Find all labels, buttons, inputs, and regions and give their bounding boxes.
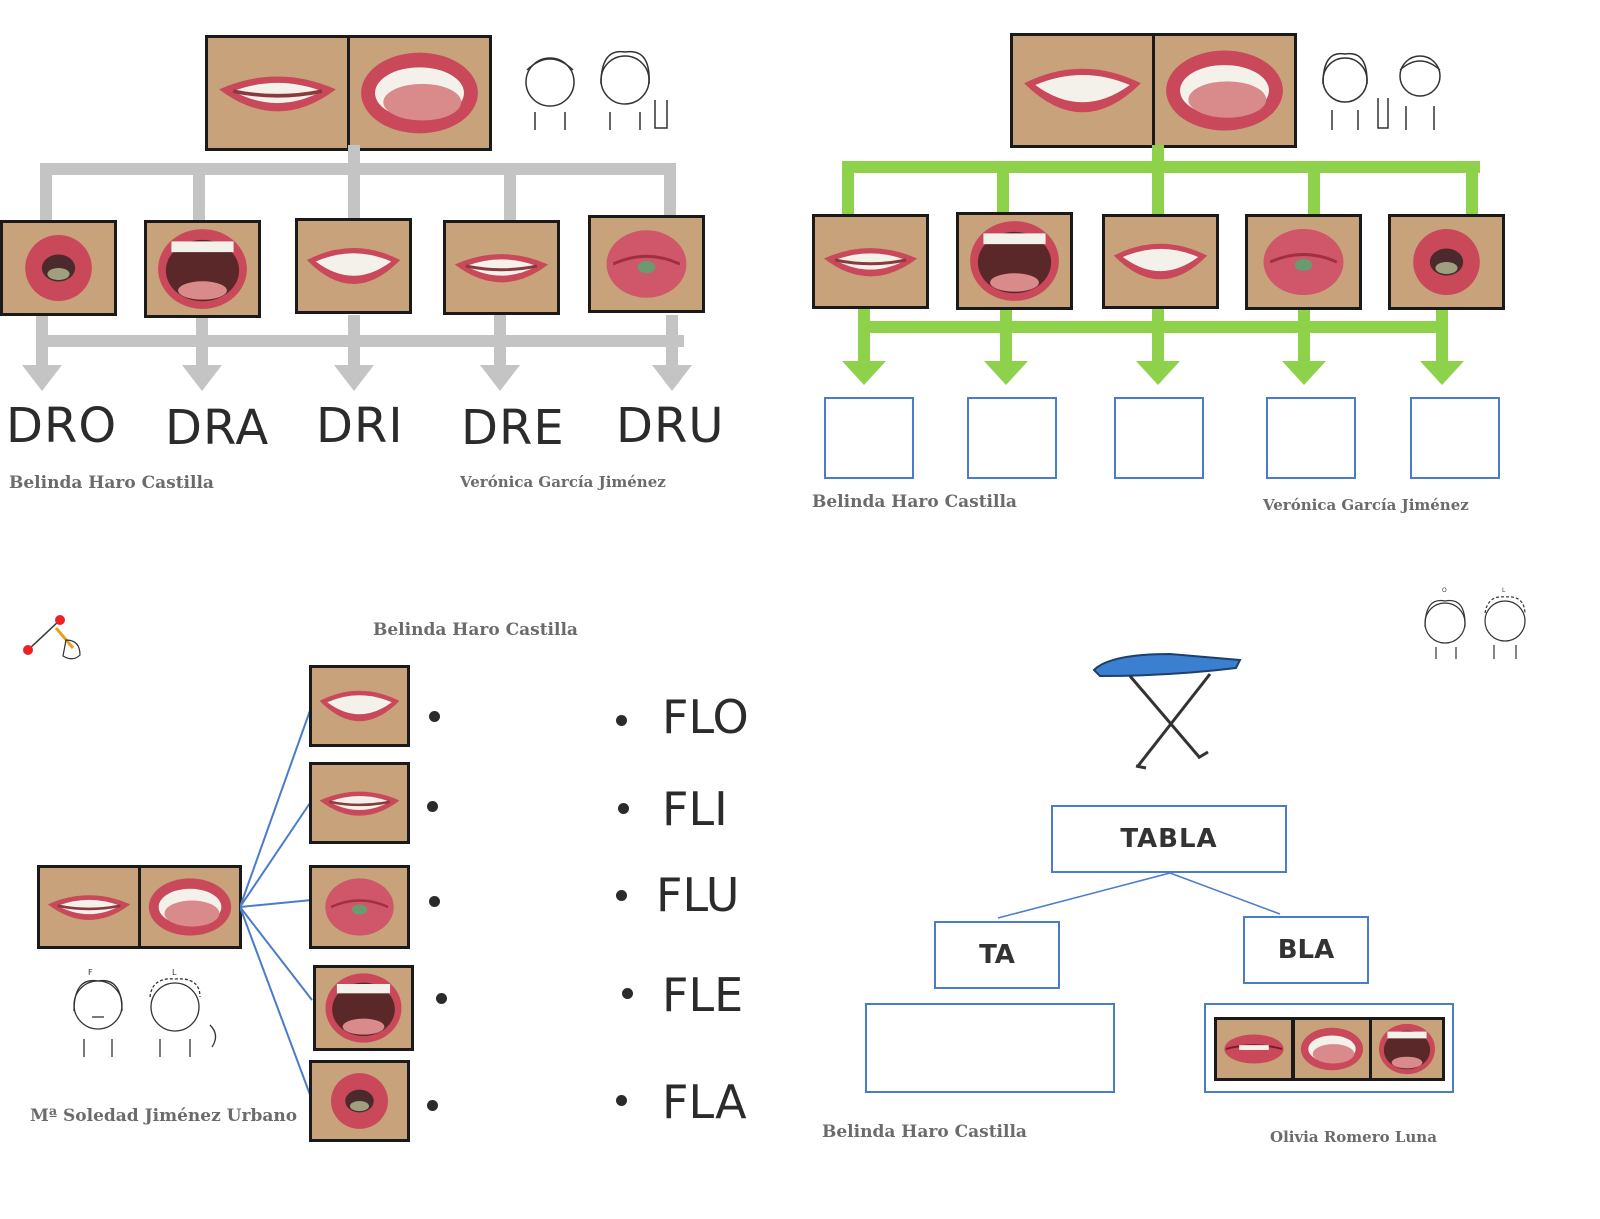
sketch-letter: L bbox=[1502, 587, 1506, 594]
mouth-l-image bbox=[1292, 1017, 1372, 1081]
syllable-fla: FLA bbox=[662, 1075, 747, 1129]
match-dot[interactable] bbox=[616, 715, 627, 726]
sketch-letter: F bbox=[88, 968, 93, 977]
answer-box[interactable] bbox=[1266, 397, 1356, 479]
mouth-l-image bbox=[138, 865, 242, 949]
match-dot[interactable] bbox=[622, 988, 633, 999]
answer-box[interactable] bbox=[865, 1003, 1115, 1093]
match-dot[interactable] bbox=[429, 896, 440, 907]
mouth-r-image bbox=[347, 35, 492, 151]
syllable-dru: DRU bbox=[616, 398, 725, 454]
mouth-a-image bbox=[144, 220, 261, 318]
mouth-a-image bbox=[956, 212, 1073, 310]
match-dot[interactable] bbox=[618, 803, 629, 814]
sign-sketch-image: F L bbox=[73, 968, 217, 1057]
mouth-o-image bbox=[309, 1060, 410, 1142]
mouth-a-image bbox=[1369, 1017, 1445, 1081]
sign-sketch-image bbox=[525, 50, 668, 130]
mouth-a-image bbox=[313, 965, 414, 1051]
match-dot[interactable] bbox=[616, 1095, 627, 1106]
match-dot[interactable] bbox=[616, 890, 627, 901]
mouth-i-image bbox=[309, 665, 410, 747]
syllable-fle: FLE bbox=[662, 968, 744, 1022]
mouth-b-image bbox=[1214, 1017, 1294, 1081]
credit-author: Belinda Haro Castilla bbox=[812, 492, 1017, 512]
syllable-fli: FLI bbox=[662, 782, 728, 836]
sign-sketch-image: O L bbox=[1424, 587, 1526, 659]
credit-author: Belinda Haro Castilla bbox=[9, 473, 214, 493]
mouth-d-image bbox=[1010, 33, 1155, 148]
credit-author: Mª Soledad Jiménez Urbano bbox=[30, 1106, 298, 1126]
answer-box[interactable] bbox=[1114, 397, 1204, 479]
mouth-e-image bbox=[309, 762, 410, 844]
credit-author: Olivia Romero Luna bbox=[1270, 1128, 1437, 1146]
sketch-letter: L bbox=[172, 968, 177, 977]
match-dot[interactable] bbox=[427, 801, 438, 812]
credit-author: Belinda Haro Castilla bbox=[373, 620, 578, 640]
mouth-e-image bbox=[443, 220, 560, 315]
syllable-dro: DRO bbox=[6, 398, 118, 454]
mouth-o-image bbox=[0, 220, 117, 316]
syllable-dra: DRA bbox=[165, 400, 270, 456]
credit-author: Verónica García Jiménez bbox=[460, 473, 666, 491]
ironing-board-icon bbox=[1092, 652, 1242, 770]
answer-box[interactable] bbox=[824, 397, 914, 479]
match-dot[interactable] bbox=[436, 993, 447, 1004]
mouth-strip-box bbox=[1204, 1003, 1454, 1093]
match-dot[interactable] bbox=[429, 711, 440, 722]
pencil-icon bbox=[23, 615, 81, 660]
syllable-dre: DRE bbox=[461, 400, 565, 456]
syllable-box-left: TA bbox=[934, 921, 1060, 989]
credit-author: Belinda Haro Castilla bbox=[822, 1122, 1027, 1142]
answer-box[interactable] bbox=[1410, 397, 1500, 479]
credit-author: Verónica García Jiménez bbox=[1263, 496, 1469, 514]
dr-connectors bbox=[22, 145, 692, 391]
mouth-i-image bbox=[295, 218, 412, 314]
mouth-f-image bbox=[37, 865, 141, 949]
mouth-o-image bbox=[1388, 214, 1505, 310]
syllable-box-right: BLA bbox=[1243, 916, 1369, 984]
syllable-flu: FLU bbox=[656, 868, 740, 922]
sketch-letter: O bbox=[1442, 587, 1447, 594]
syllable-dri: DRI bbox=[316, 398, 404, 454]
sign-sketch-image bbox=[1322, 52, 1441, 130]
answer-box[interactable] bbox=[967, 397, 1057, 479]
mouth-u-image bbox=[1245, 214, 1362, 310]
mouth-u-image bbox=[309, 865, 410, 949]
match-dot[interactable] bbox=[427, 1100, 438, 1111]
mouth-e-image bbox=[812, 214, 929, 309]
syllable-flo: FLO bbox=[662, 690, 749, 744]
blank-connectors bbox=[842, 145, 1480, 385]
word-box: TABLA bbox=[1051, 805, 1287, 873]
mouth-u-image bbox=[588, 215, 705, 313]
mouth-r-image bbox=[1152, 33, 1297, 148]
tabla-connector-lines bbox=[997, 872, 1281, 919]
fl-connector-lines bbox=[240, 704, 313, 1101]
mouth-i-image bbox=[1102, 214, 1219, 309]
mouth-d-image bbox=[205, 35, 350, 151]
